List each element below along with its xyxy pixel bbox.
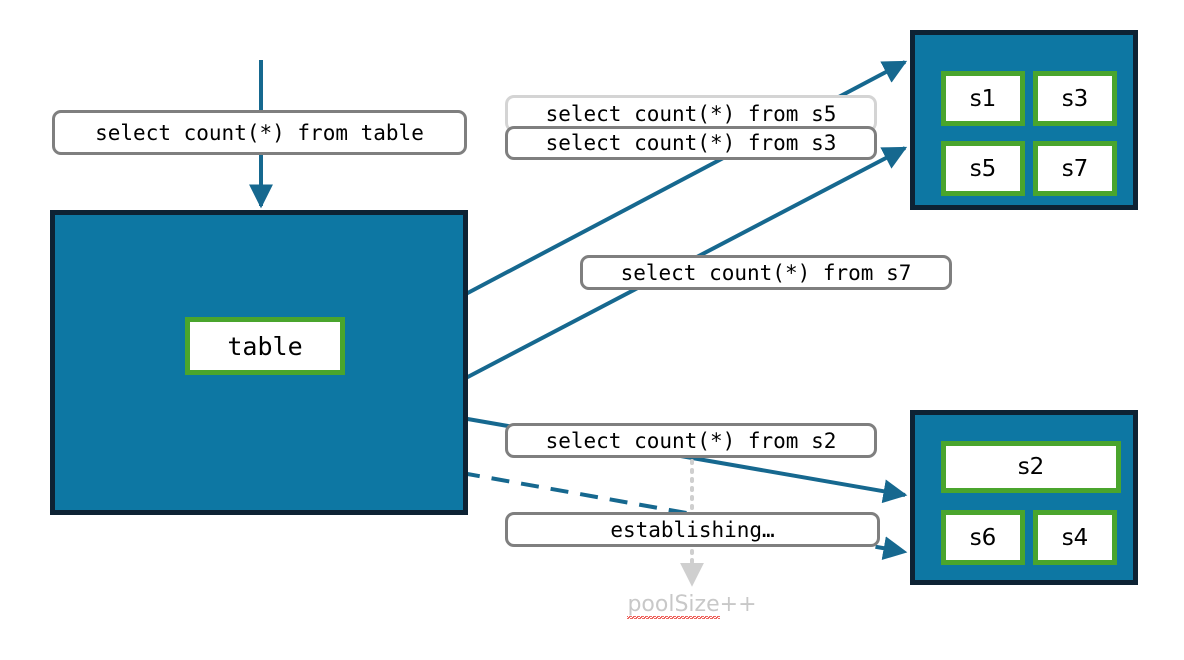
pool-cell-s6[interactable]: s6 <box>941 510 1025 565</box>
pool-cell-s1[interactable]: s1 <box>941 71 1025 126</box>
query-label-table: select count(*) from table <box>52 110 467 155</box>
pool-cell-s2[interactable]: s2 <box>941 441 1121 493</box>
pool-cell-s1-label: s1 <box>969 85 997 112</box>
node-table[interactable]: table <box>185 317 345 375</box>
pool-cell-s3-label: s3 <box>1061 85 1089 112</box>
poolsize-annotation: poolSize++ <box>592 592 792 619</box>
query-label-s2: select count(*) from s2 <box>505 423 877 458</box>
pool-bottom-panel: s2 s6 s4 <box>910 410 1138 585</box>
pool-cell-s5[interactable]: s5 <box>941 141 1025 196</box>
pool-cell-s4-label: s4 <box>1061 524 1089 551</box>
pool-cell-s3[interactable]: s3 <box>1033 71 1117 126</box>
table-panel: table <box>50 210 468 515</box>
pool-top-panel: s1 s3 s5 s7 <box>910 30 1138 210</box>
pool-cell-s2-label: s2 <box>1017 454 1045 480</box>
poolsize-suffix: ++ <box>719 592 757 617</box>
pool-cell-s5-label: s5 <box>969 155 997 182</box>
poolsize-word: poolSize <box>627 592 720 619</box>
pool-cell-s7-label: s7 <box>1061 155 1089 182</box>
query-label-s3: select count(*) from s3 <box>505 126 877 160</box>
pool-cell-s6-label: s6 <box>969 524 997 551</box>
status-label-establishing: establishing… <box>505 512 880 547</box>
pool-cell-s4[interactable]: s4 <box>1033 510 1117 565</box>
query-label-s7: select count(*) from s7 <box>580 255 952 290</box>
node-table-label: table <box>227 331 303 361</box>
pool-cell-s7[interactable]: s7 <box>1033 141 1117 196</box>
